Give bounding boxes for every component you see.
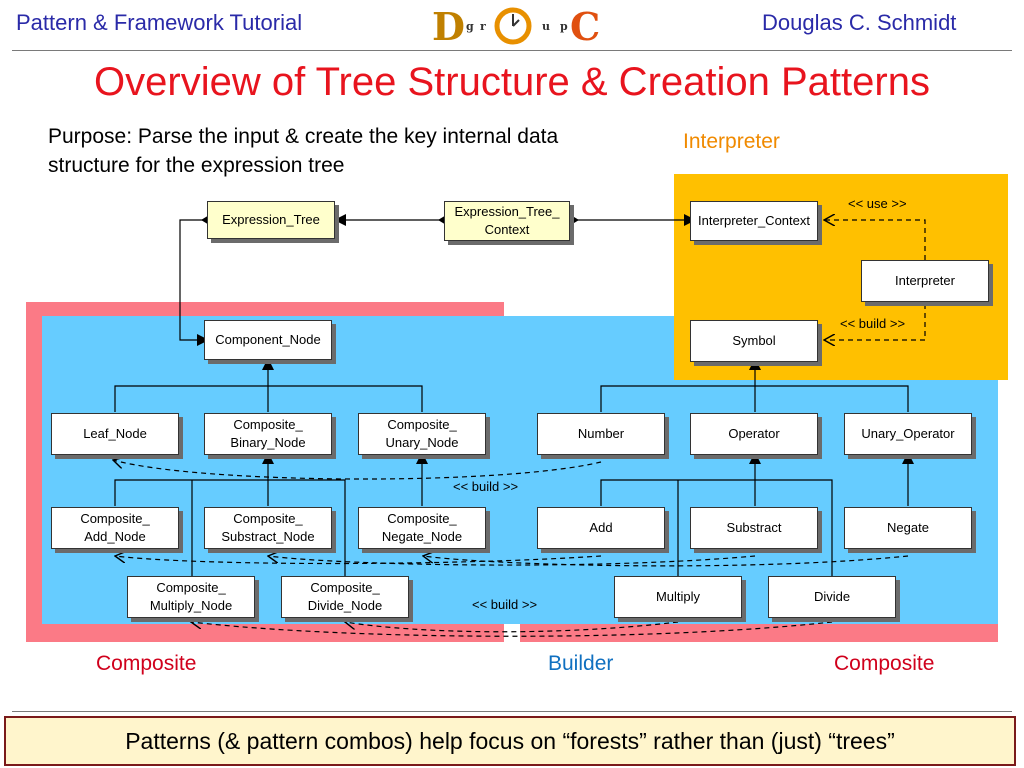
- negate-box: Negate: [844, 507, 972, 549]
- logo-letter-d: D: [432, 4, 465, 49]
- composite-binary-node-box: Composite_ Binary_Node: [204, 413, 332, 455]
- add-box: Add: [537, 507, 665, 549]
- build-stereotype-label-interpreter: << build >>: [840, 316, 906, 331]
- divide-box: Divide: [768, 576, 896, 618]
- logo-letter-c: C: [570, 4, 601, 49]
- logo-letter-g: g: [466, 20, 474, 33]
- header-left-title: Pattern & Framework Tutorial: [16, 10, 303, 35]
- composite-unary-node-box: Composite_ Unary_Node: [358, 413, 486, 455]
- build-stereotype-label-middle: << build >>: [453, 479, 519, 494]
- builder-label: Builder: [548, 652, 614, 675]
- logo-letter-r: r: [480, 20, 486, 33]
- interpreter-label: Interpreter: [683, 130, 780, 153]
- number-box: Number: [537, 413, 665, 455]
- composite-multiply-node-box: Composite_ Multiply_Node: [127, 576, 255, 618]
- purpose-text: Purpose: Parse the input & create the ke…: [48, 125, 559, 177]
- multiply-box: Multiply: [614, 576, 742, 618]
- expression-tree-context-box: Expression_Tree_ Context: [444, 201, 570, 241]
- composite-divide-node-box: Composite_ Divide_Node: [281, 576, 409, 618]
- use-stereotype-label: << use >>: [848, 196, 907, 211]
- symbol-box: Symbol: [690, 320, 818, 362]
- footer-divider: [12, 711, 1012, 712]
- composite-add-node-box: Composite_ Add_Node: [51, 507, 179, 549]
- slide-title: Overview of Tree Structure & Creation Pa…: [94, 60, 930, 104]
- substract-box: Substract: [690, 507, 818, 549]
- interpreter-context-box: Interpreter_Context: [690, 201, 818, 241]
- logo-letter-u: u: [542, 20, 550, 33]
- footer-banner: Patterns (& pattern combos) help focus o…: [4, 716, 1016, 766]
- header-divider: [12, 50, 1012, 51]
- composite-label-left: Composite: [96, 652, 197, 675]
- composite-region-right: [520, 624, 998, 642]
- clock-o-icon: [494, 7, 532, 45]
- component-node-box: Component_Node: [204, 320, 332, 360]
- interpreter-box: Interpreter: [861, 260, 989, 302]
- unary-operator-box: Unary_Operator: [844, 413, 972, 455]
- expression-tree-box: Expression_Tree: [207, 201, 335, 239]
- leaf-node-box: Leaf_Node: [51, 413, 179, 455]
- logo-letter-p: p: [560, 20, 568, 33]
- header-right-author: Douglas C. Schmidt: [762, 10, 957, 35]
- doc-group-logo: D g r u p C: [430, 4, 601, 49]
- composite-negate-node-box: Composite_ Negate_Node: [358, 507, 486, 549]
- operator-box: Operator: [690, 413, 818, 455]
- composite-substract-node-box: Composite_ Substract_Node: [204, 507, 332, 549]
- composite-label-right: Composite: [834, 652, 935, 675]
- build-stereotype-label-bottom: << build >>: [472, 597, 538, 612]
